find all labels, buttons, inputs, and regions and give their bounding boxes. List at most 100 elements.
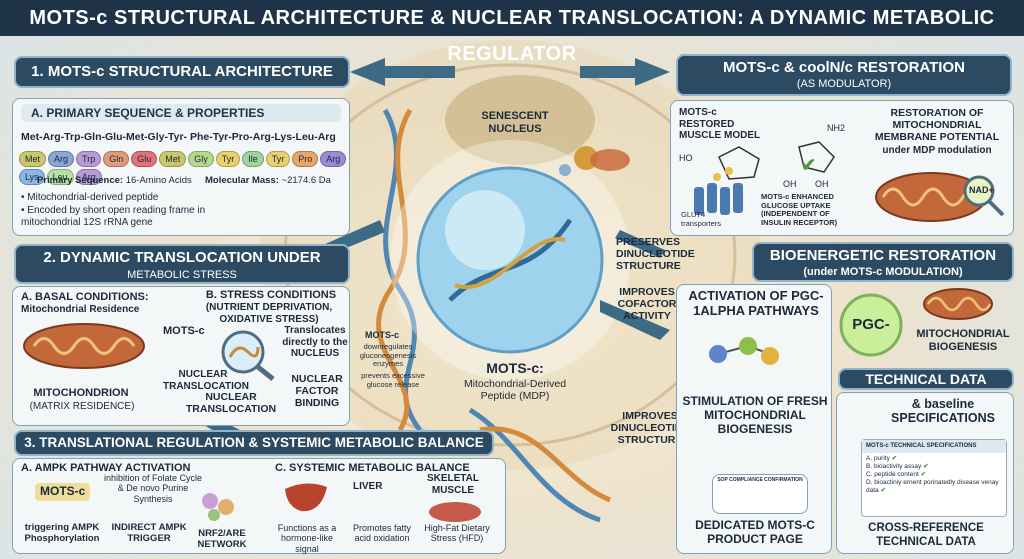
cross-reference-text: CROSS-REFERENCE TECHNICAL DATA [868,522,984,548]
primary-sequence-value: 16-Amino Acids [125,175,192,186]
nh2-label: NH2 [827,123,846,133]
right-top-title: MOTS-c & coolN/c RESTORATION [723,59,965,76]
downregulates-text: downregulates gluconeogenesis enzymes [359,342,417,369]
check-icon: ✔ [878,486,886,494]
residue-6: Gly [188,151,214,167]
stress-subtitle: (NUTRIENT DEPRIVATION, OXIDATIVE STRESS) [205,302,333,325]
residue-9: Tyr [265,151,291,167]
residue-2: Trp [76,151,102,167]
bioenergetic-header: BIOENERGETIC RESTORATION (under MOTS-c M… [752,242,1014,282]
liver-icon [285,483,327,512]
restoration-sub: under MDP modulation [882,145,992,156]
side-motsc: MOTS-c [365,330,400,340]
oh-label-2: OH [815,179,829,189]
stress-title: B. STRESS CONDITIONS [205,289,337,301]
pgc-circle [839,293,903,357]
muscle-model-label: MOTS-c RESTORED MUSCLE MODEL [679,107,761,141]
inhibition-text: inhibition of Folate Cycle & De novo Pur… [103,473,203,504]
prevents-text: prevents excessive glucose release [361,371,425,389]
section1-header: 1. MOTS-c STRUCTURAL ARCHITECTURE [14,56,350,88]
molecule-icon [202,493,234,521]
bullet-1: • Mitochondrial-derived peptide [21,192,159,203]
residue-4: Glu [131,151,158,167]
spec-item: A. purity ✔ [866,455,1002,463]
sop-label: SOP COMPLIANCE CONFIRMATION [717,477,803,483]
triggering-text: triggering AMPK Phosphorylation [24,522,100,544]
glut4-label: GLUT4 transporters [681,210,722,228]
restoration-title: RESTORATION OF MITOCHONDRIAL MEMBRANE PO… [874,107,1000,144]
pgc-label: PGC- [852,316,890,333]
check-icon: ✔ [921,462,929,470]
motsc-center-sub: Mitochondrial-Derived Peptide (MDP) [463,378,567,403]
spec-item-text: B. bioactivity assay [866,462,922,470]
residue-8: Ile [242,151,264,167]
right-top-panel: MOTS-c RESTORED MUSCLE MODEL NH2 HO OH O… [670,100,1014,236]
mitochondria-nad-illustration [875,172,1005,222]
spec-title: MOTS-c TECHNICAL SPECIFICATIONS [862,440,1006,453]
section2-header: 2. DYNAMIC TRANSLOCATION UNDER METABOLIC… [14,244,350,284]
residue-13: Leu [46,169,74,185]
stimulation-text: STIMULATION OF FRESH MITOCHONDRIAL BIOGE… [682,394,828,436]
check-icon: ✔ [918,470,927,478]
muscle-icon [429,502,481,522]
primary-sequence-info: Primary Sequence: 16-Amino Acids [37,175,207,187]
residue-14: Arg [75,169,102,185]
residue-12: Lys [19,169,45,185]
mass-info: Molecular Mass: ~2174.6 Da [205,175,350,187]
residue-7: Tyr [215,151,241,167]
senescent-nucleus-label: SENESCENT NUCLEUS [481,110,549,135]
glut4-molecule-illustration [694,141,835,215]
motsc-center-title: MOTS-c: [486,360,544,376]
spec-item-text: A. purity [866,454,890,462]
spec-item: C. peptide content ✔ [866,471,1002,479]
systemic-title: C. SYSTEMIC METABOLIC BALANCE [275,462,470,474]
mass-label: Molecular Mass: [205,175,279,186]
ampk-title: A. AMPK PATHWAY ACTIVATION [21,462,191,474]
check-icon: ✔ [889,454,898,462]
ampk-motsc: MOTS-c [35,483,91,501]
mitochondrion-illustration [23,323,145,369]
check-icon: ✔ [801,155,817,175]
residue-5: Met [159,151,187,167]
molecule-cluster-icon [709,337,779,365]
dedicated-product-text: DEDICATED MOTS-c PRODUCT PAGE [695,518,815,546]
indirect-trigger: INDIRECT AMPK TRIGGER [111,522,187,544]
preserves-text: PRESERVES DINUCLEOTIDE STRUCTURE [616,236,695,273]
improves-cofactor-text: IMPROVES COFACTOR ACTIVITY [617,286,677,323]
technical-panel: & baseline SPECIFICATIONS MOTS-c TECHNIC… [836,392,1014,554]
translocates-text: Translocates directly to the NUCLEUS [282,325,348,359]
oh-label-1: OH [783,179,797,189]
nuclear-translocation-1: NUCLEAR TRANSLOCATION [163,369,249,392]
improves-dinucleotide-text: IMPROVES DINUCLEOTIDE STRUCTURE [610,410,690,447]
section2-panel: A. BASAL CONDITIONS: Mitochondrial Resid… [12,286,350,426]
magnifier-nucleus-icon [221,330,275,381]
section3-header: 3. TRANSLATIONAL REGULATION & SYSTEMIC M… [14,430,494,456]
section2-title: 2. DYNAMIC TRANSLOCATION UNDER [43,249,321,266]
bullet-1-text: Mitochondrial-derived peptide [27,192,159,203]
hfd-text: High-Fat Dietary Stress (HFD) [424,523,490,544]
bioenergetic-title: BIOENERGETIC RESTORATION [769,247,997,264]
spec-item: D. bioactiniy ernent porinatedly disease… [866,479,1002,495]
motsc-arrow-label: MOTS-c [163,325,205,337]
glucose-uptake-text: MOTS-c ENHANCED GLUCOSE UPTAKE (INDEPEND… [761,192,838,227]
section2-subtitle: METABOLIC STRESS [127,269,237,281]
residue-10: Pro [292,151,319,167]
right-top-header: MOTS-c & coolN/c RESTORATION (AS MODULAT… [676,54,1012,96]
nrf2-label: NRF2/ARE NETWORK [197,528,247,550]
spec-item-text: C. peptide content [866,470,919,478]
ho-label: HO [679,153,693,163]
skeletal-label: SKELETAL MUSCLE [426,473,480,496]
residue-1: Arg [48,151,75,167]
basal-subtitle: Mitochondrial Residence [21,304,140,315]
section1-subheader: A. PRIMARY SEQUENCE & PROPERTIES [21,104,341,122]
nuclear-factor: NUCLEAR FACTOR BINDING [291,373,343,410]
bullet-2-text: Encoded by short open reading frame in m… [21,205,206,228]
bullet-2: • Encoded by short open reading frame in… [21,205,206,228]
sop-card: SOP COMPLIANCE CONFIRMATION [712,474,808,514]
fatty-acid-text: Promotes fatty acid oxidation [352,523,412,544]
nuclear-translocation-2: NUCLEAR TRANSLOCATION [185,391,277,416]
biogenesis-mito-icon [923,288,993,320]
technical-sub: & baseline SPECIFICATIONS [891,397,995,425]
right-top-subtitle: (AS MODULATOR) [796,78,892,90]
